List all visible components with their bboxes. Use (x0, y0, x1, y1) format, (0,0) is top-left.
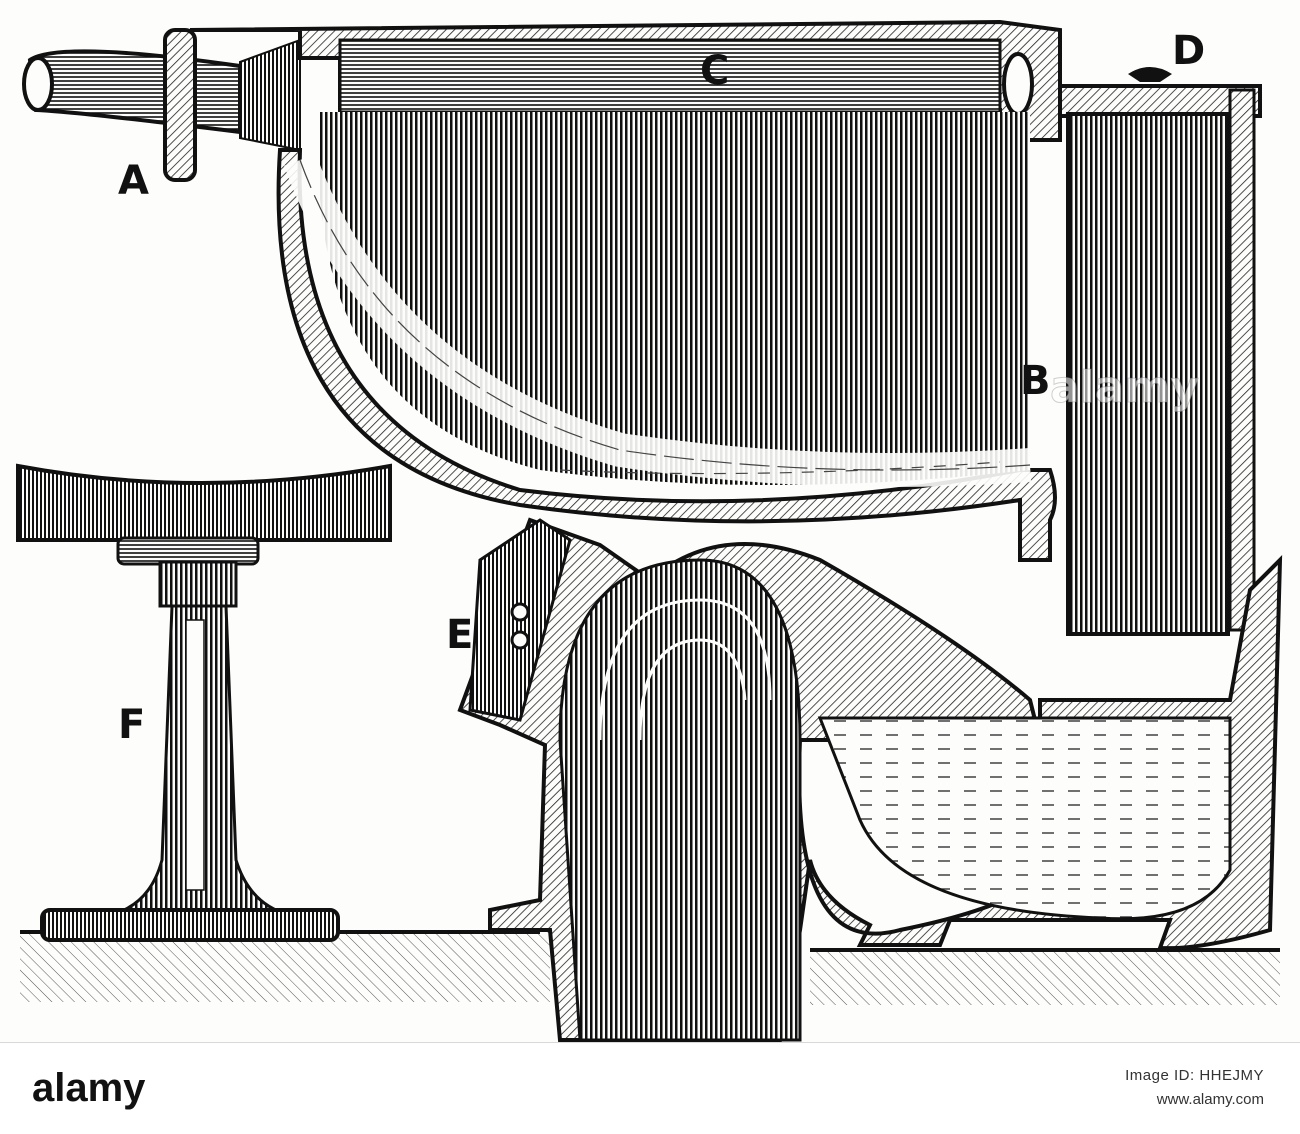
alamy-logo-text: alamy (32, 1066, 146, 1110)
callout-e: E (446, 612, 473, 658)
image-id-label: Image ID: HHEJMY (1125, 1067, 1264, 1084)
top-channel (189, 19, 1062, 142)
pedestal (16, 463, 392, 942)
callout-d: D (1172, 28, 1205, 74)
flushing-bowl (276, 112, 1057, 562)
inlet-pipe (22, 28, 301, 182)
trap-assembly (457, 517, 1283, 1042)
vertical-column (1058, 67, 1262, 636)
callout-a: A (118, 158, 149, 204)
floor (20, 930, 1280, 1005)
alamy-logo: alamy (32, 1066, 146, 1110)
footer-url: www.alamy.com (1156, 1091, 1264, 1108)
callout-b: B (1020, 358, 1051, 404)
footer-bar: alamy Image ID: HHEJMY www.alamy.com (0, 1042, 1300, 1134)
engraving-diagram: A C D B E F (16, 19, 1283, 1042)
callout-f: F (118, 702, 145, 748)
callout-c: C (700, 48, 729, 94)
